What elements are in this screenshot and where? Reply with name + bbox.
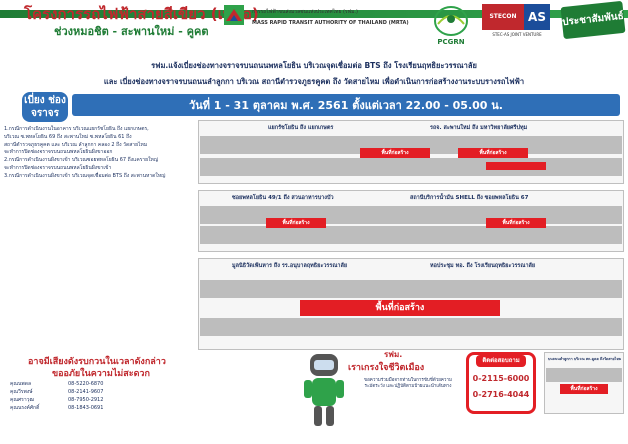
map-1-right-label: รถจ. สะพานใหม่ ถึง มหาวิทยาลัยศรีปทุม: [430, 125, 528, 131]
work-area: พื้นที่ก่อสร้าง: [266, 218, 326, 228]
hotline-title: ติดต่อสอบถาม: [476, 355, 526, 367]
work-area: [486, 162, 546, 170]
contact-name: คุณนรงค์ศักดิ์: [10, 405, 40, 411]
description-line: 3.กรณีการดำเนินงานฝั่งขาเข้า บริเวณจุดเช…: [4, 172, 166, 179]
mrta-name-english: MASS RAPID TRANSIT AUTHORITY OF THAILAND…: [252, 20, 409, 26]
contact-name: คุณวีรพงษ์: [10, 389, 33, 395]
detour-label: เบี่ยง ช่องจราจร: [22, 92, 68, 122]
contact-phone: 08-5220-6870: [68, 381, 104, 387]
map-2-right-label: สถานีบริการน้ำมัน SHELL ถึง ซอยพหลโยธิน …: [410, 195, 529, 201]
project-title: โครงการรถไฟฟ้าสายสีเขียว (เหนือ): [24, 5, 259, 23]
slogan-note: ขอความร่วมมือจากท่านในการขับขี่ด้วยความร…: [364, 378, 452, 389]
map-2-left-label: ซอยพหลโยธิน 49/1 ถึง สวนอาหารบางบัว: [232, 195, 334, 201]
main-work-area: พื้นที่ก่อสร้าง: [300, 300, 500, 316]
mrta-name-thai: การรถไฟฟ้าขนส่งมวลชนแห่งประเทศไทย (รฟม.): [252, 9, 358, 15]
description-line: 1.กรณีการดำเนินงานในอาคาร บริเวณแยกรัชโย…: [4, 126, 149, 132]
contact-phone: 08-1843-0691: [68, 405, 104, 411]
road: [200, 158, 622, 176]
contact-list: คุณนพดล 08-5220-6870 คุณวีรพงษ์ 08-2141-96…: [10, 380, 196, 412]
mrta-short-name: รฟม.: [384, 350, 403, 359]
contact-name: คุณนพดล: [10, 381, 32, 387]
road: [200, 318, 622, 336]
contact-row: คุณศราวุฒ 08-7950-2912: [10, 396, 196, 404]
description-line: จะทำการปิดช่องจราจรบนถนนพหลโยธินฝั่งขาเข…: [4, 164, 112, 171]
mrta-logo-icon: [224, 5, 244, 25]
mascot-icon: [304, 354, 344, 426]
road: [546, 368, 622, 382]
intro-line-2: และ เบี่ยงช่องทางจราจรบนถนนลำลูกกา บริเว…: [103, 77, 525, 86]
pcgrn-label: PCGRN: [437, 38, 465, 46]
contact-row: คุณนพดล 08-5220-6870: [10, 380, 196, 388]
pcgrn-logo-icon: [434, 6, 468, 36]
slogan: เราเกรงใจชีวิตเมือง: [348, 363, 425, 373]
work-area: พื้นที่ก่อสร้าง: [360, 148, 430, 158]
joint-venture-label: STEC-AS JOINT VENTURE: [492, 32, 542, 37]
contact-phone: 08-7950-2912: [68, 397, 104, 403]
description-line: 2.กรณีการดำเนินงานฝั่งขาเข้า บริเวณซอยพห…: [4, 157, 159, 164]
description-line: สถานีตำรวจภูธรคูคต และ บริเวณ ลำลูกกา คล…: [4, 141, 148, 148]
hotline-number[interactable]: 0-2115-6000: [472, 374, 530, 383]
description-line: บริเวณ ซ.พหลโยธิน 69 ถึง สะพานใหม่ ซ.พหล…: [4, 133, 132, 140]
map-3-right-label: หอประชุม ทอ. ถึง โรงเรียนฤทธิยะวรรณาลัย: [430, 263, 536, 269]
contact-row: คุณนรงค์ศักดิ์ 08-1843-0691: [10, 404, 196, 412]
contact-name: คุณศราวุฒ: [10, 397, 34, 403]
contact-row: คุณวีรพงษ์ 08-2141-9607: [10, 388, 196, 396]
date-bar: [72, 94, 620, 116]
as-logo: AS: [524, 4, 550, 30]
stecon-logo: STECON: [482, 4, 524, 30]
map-3-left-label: มูลนิธิวัดเฟ้นหาร ถึง รร.อนุบาลฤทธิยะวรร…: [232, 263, 348, 269]
road: [200, 226, 622, 244]
noise-warning: อาจมีเสียงดังรบกวนในเวลาดังกล่าว: [28, 357, 166, 367]
apology-text: ขออภัยในความไม่สะดวก: [52, 369, 150, 379]
map-1-left-label: แยกรัชโยธิน ถึง แยกเกษตร: [268, 125, 334, 131]
project-subtitle: ช่วงหมอชิต - สะพานใหม่ - คูคต: [54, 25, 209, 38]
contact-phone: 08-2141-9607: [68, 389, 104, 395]
description-line: จะทำการปิดช่องจราจรบนถนนพหลโยธินฝั่งขาออ…: [4, 149, 113, 156]
detour-map-4: [544, 352, 624, 414]
detour-description: 1.กรณีการดำเนินงานในอาคาร บริเวณแยกรัชโย…: [4, 126, 194, 181]
hotline-number[interactable]: 0-2716-4044: [472, 390, 530, 399]
announcement-badge: ประชาสัมพันธ์: [560, 0, 626, 40]
work-area: พื้นที่ก่อสร้าง: [458, 148, 528, 158]
work-area: พื้นที่ก่อสร้าง: [486, 218, 546, 228]
work-area: พื้นที่ก่อสร้าง: [560, 384, 608, 394]
header-stripe: [0, 10, 628, 18]
date-range: วันที่ 1 - 31 ตุลาคม พ.ศ. 2561 ตั้งแต่เว…: [189, 99, 503, 112]
map-4-label: บนถนนลำลูกกา บริเวณ สถ.คูคต ถึงวัดสายไหม: [548, 357, 622, 361]
road: [200, 206, 622, 224]
road: [200, 280, 622, 298]
intro-line-1: รฟม.แจ้งเบี่ยงช่องทางจราจรบนถนนพหลโยธิน …: [151, 61, 477, 70]
